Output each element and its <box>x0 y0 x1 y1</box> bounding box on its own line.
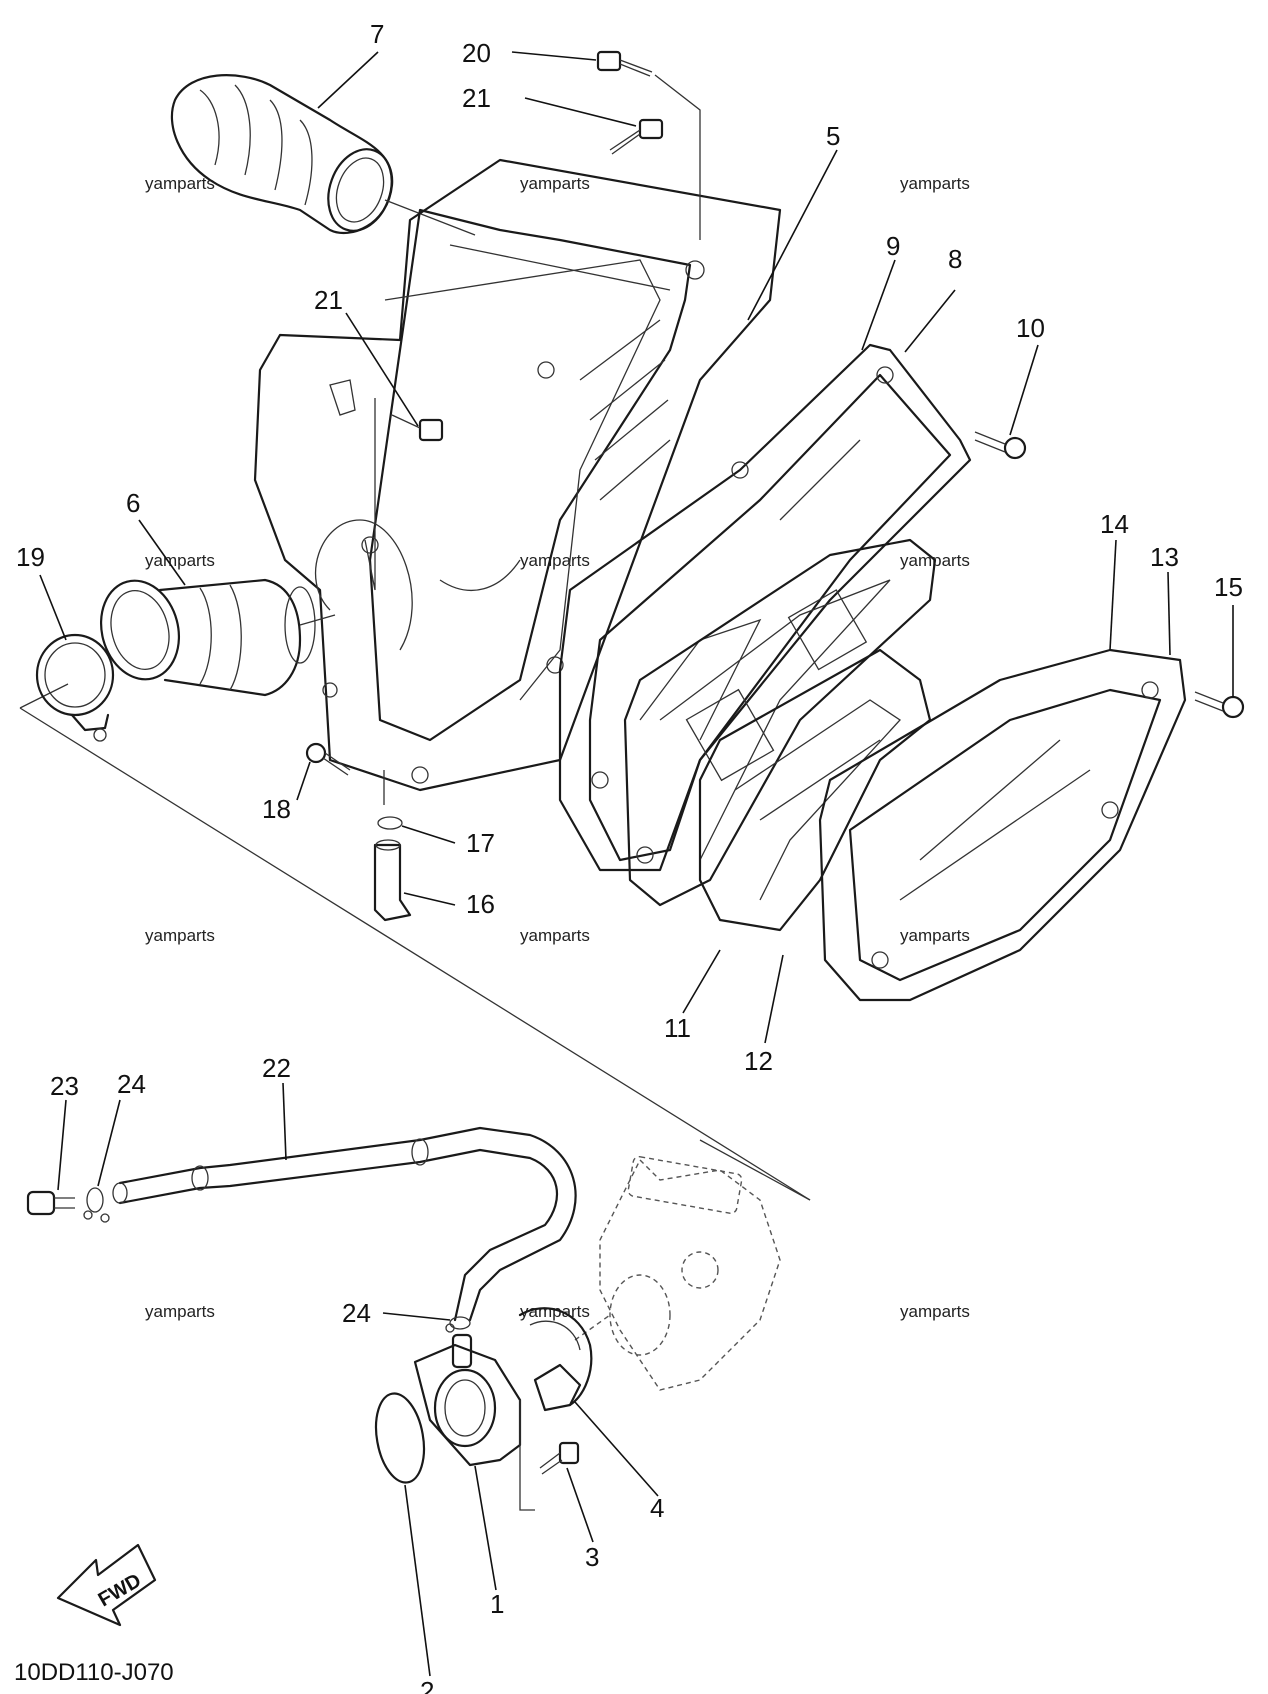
callout-14: 14 <box>1100 509 1129 539</box>
callout-16: 16 <box>466 889 495 919</box>
watermark: yamparts <box>900 926 970 945</box>
part-23-plug <box>26 1190 75 1216</box>
watermark: yamparts <box>900 1302 970 1321</box>
part-7-intake-duct <box>170 74 476 236</box>
callout-20: 20 <box>462 38 491 68</box>
part-18-bolt <box>305 742 351 776</box>
assembly-frame <box>19 683 811 1201</box>
callout-23: 23 <box>50 1071 79 1101</box>
watermark: yamparts <box>900 174 970 193</box>
watermark: yamparts <box>145 926 215 945</box>
watermark: yamparts <box>520 551 590 570</box>
callout-21-top: 21 <box>462 83 491 113</box>
part-9-cover-gasket <box>558 343 972 872</box>
part-17-clip <box>377 816 403 830</box>
callout-11: 11 <box>664 1013 691 1043</box>
callout-17: 17 <box>466 828 495 858</box>
callout-6: 6 <box>126 488 140 518</box>
fwd-arrow-icon: FWD <box>56 1543 157 1627</box>
part-6-intake-joint <box>99 578 336 697</box>
callout-12: 12 <box>744 1046 773 1076</box>
callout-15: 15 <box>1214 572 1243 602</box>
callout-24-top: 24 <box>117 1069 146 1099</box>
callout-4: 4 <box>650 1493 664 1523</box>
part-21-bolt-mid <box>391 414 444 442</box>
part-11-element <box>623 538 937 907</box>
part-24-clip-left <box>83 1187 110 1223</box>
callout-19: 19 <box>16 542 45 572</box>
part-19-clamp <box>35 633 115 742</box>
watermark: yamparts <box>145 174 215 193</box>
callout-21-mid: 21 <box>314 285 343 315</box>
part-12-element-frame <box>698 648 932 932</box>
part-1-joint <box>413 1333 522 1467</box>
part-16-drain-plug <box>373 839 412 922</box>
part-15-bolt <box>1194 691 1245 719</box>
diagram-code: 10DD110-J070 <box>14 1659 174 1686</box>
part-21-bolt-top <box>609 118 664 155</box>
callout-7: 7 <box>370 19 384 49</box>
part-13-14-side-cover <box>818 648 1187 1002</box>
watermark: yamparts <box>520 926 590 945</box>
callout-24-mid: 24 <box>342 1298 371 1328</box>
callout-22: 22 <box>262 1053 291 1083</box>
watermarks: yamparts yamparts yamparts yamparts yamp… <box>145 174 970 1321</box>
watermark: yamparts <box>520 174 590 193</box>
callout-8: 8 <box>948 244 962 274</box>
callout-5: 5 <box>826 121 840 151</box>
callout-3: 3 <box>585 1542 599 1572</box>
part-24-clip-lower <box>445 1316 471 1333</box>
part-10-bolt <box>974 431 1027 460</box>
leader-lines <box>39 51 1234 1677</box>
callout-9: 9 <box>886 231 900 261</box>
callout-18: 18 <box>262 794 291 824</box>
callout-2: 2 <box>420 1676 434 1694</box>
watermark: yamparts <box>520 1302 590 1321</box>
callout-1: 1 <box>490 1589 504 1619</box>
callout-13: 13 <box>1150 542 1179 572</box>
part-2-o-ring <box>374 1392 426 1484</box>
bolts <box>305 50 1245 776</box>
part-5-air-box <box>253 158 782 792</box>
watermark: yamparts <box>145 551 215 570</box>
part-22-hose <box>112 1126 577 1322</box>
watermark: yamparts <box>145 1302 215 1321</box>
part-20-bolt <box>596 50 653 77</box>
part-4-clamp <box>518 1307 593 1412</box>
carburetor-outline <box>574 1156 781 1391</box>
assembly-guides <box>364 74 701 805</box>
callouts: 7 20 21 5 9 8 10 21 6 19 14 13 15 18 17 … <box>16 19 1243 1694</box>
part-3-screw <box>519 1400 580 1511</box>
callout-10: 10 <box>1016 313 1045 343</box>
